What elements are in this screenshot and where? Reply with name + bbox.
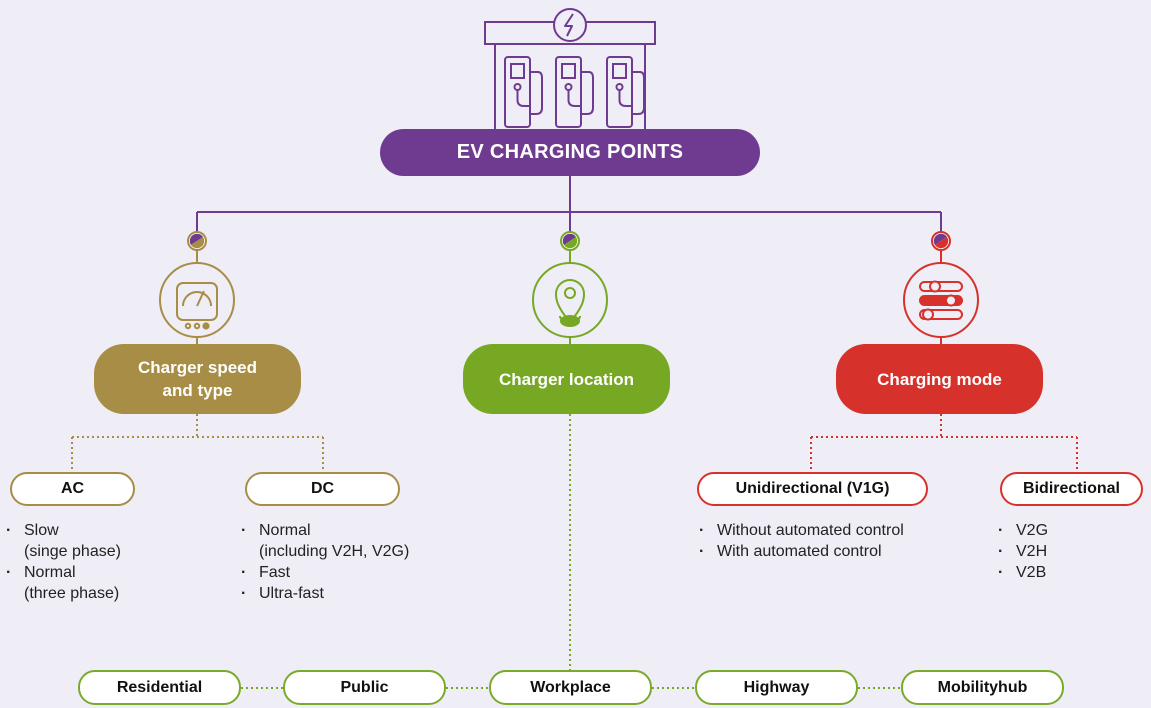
list-item: (including V2H, V2G)	[259, 543, 410, 560]
category-speed-type: Charger speed and type	[94, 344, 301, 414]
charging-station-icon	[484, 8, 656, 130]
mode-bidirectional: Bidirectional	[1000, 472, 1143, 506]
mode-unidirectional: Unidirectional (V1G)	[697, 472, 928, 506]
speedometer-icon	[159, 262, 235, 338]
speed-type-dc: DC	[245, 472, 400, 506]
list-item: (three phase)	[24, 585, 120, 602]
list-item: V2G	[998, 520, 1048, 541]
list-item: Normal	[241, 520, 409, 541]
category-charging-mode: Charging mode	[836, 344, 1043, 414]
location-residential: Residential	[78, 670, 241, 705]
junction-dot-mode	[931, 231, 951, 251]
category-location: Charger location	[463, 344, 670, 414]
sliders-icon	[903, 262, 979, 338]
location-highway: Highway	[695, 670, 858, 705]
junction-dot-speed	[187, 231, 207, 251]
list-item: Normal	[6, 562, 121, 583]
location-mobilityhub: Mobilityhub	[901, 670, 1064, 705]
ac-item-list: Slow (singe phase) Normal (three phase)	[6, 520, 121, 604]
location-workplace: Workplace	[489, 670, 652, 705]
list-item: V2H	[998, 541, 1048, 562]
location-pin-icon	[532, 262, 608, 338]
list-item: Slow	[6, 520, 121, 541]
list-item: (singe phase)	[24, 543, 121, 560]
unidirectional-item-list: Without automated control With automated…	[699, 520, 904, 562]
list-item: Without automated control	[699, 520, 904, 541]
list-item: V2B	[998, 562, 1048, 583]
page-title: EV CHARGING POINTS	[380, 129, 760, 176]
speed-type-ac: AC	[10, 472, 135, 506]
dc-item-list: Normal (including V2H, V2G) Fast Ultra-f…	[241, 520, 409, 604]
bidirectional-item-list: V2G V2H V2B	[998, 520, 1048, 583]
list-item: Fast	[241, 562, 409, 583]
location-public: Public	[283, 670, 446, 705]
list-item: Ultra-fast	[241, 583, 409, 604]
junction-dot-location	[560, 231, 580, 251]
list-item: With automated control	[699, 541, 904, 562]
